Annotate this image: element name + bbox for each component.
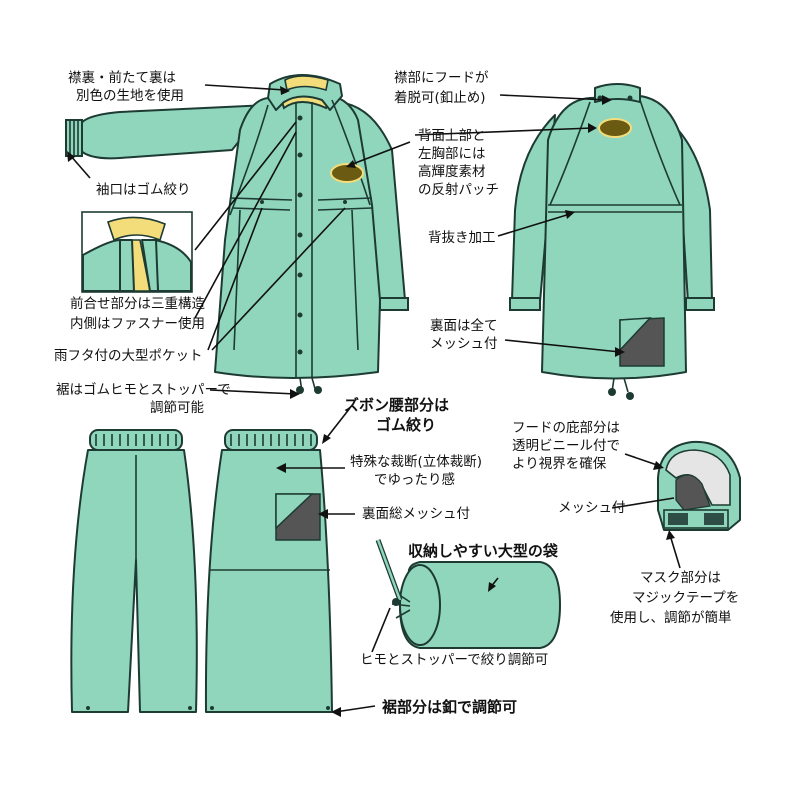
label-reflective-3: 高輝度素材: [418, 163, 486, 180]
label-pocket: 雨フタ付の大型ポケット: [54, 348, 203, 364]
hood-detail: [657, 440, 741, 531]
pants-left: [70, 429, 198, 713]
label-bag-cord: ヒモとストッパーで絞り調節可: [360, 652, 548, 668]
label-inner-mesh-jacket-2: メッシュ付: [430, 336, 498, 352]
label-inner-mesh-pants: 裏面総メッシュ付: [362, 506, 470, 522]
label-hood-mesh: メッシュ付: [558, 500, 626, 516]
label-front-closure-2: 内側はファスナー使用: [70, 315, 205, 332]
label-hem-cord-2: 調節可能: [150, 400, 204, 416]
label-hem-cord-1: 裾はゴムヒモとストッパーで: [56, 381, 231, 398]
label-hood-attach-1: 襟部にフードが: [394, 70, 489, 86]
jacket-back: [509, 83, 715, 400]
inset-collar-detail: [81, 211, 193, 293]
label-reflective-4: の反射パッチ: [418, 182, 499, 198]
label-cut-1: 特殊な裁断(立体裁断): [350, 454, 482, 470]
label-reflective-2: 左胸部には: [418, 146, 486, 162]
label-cuff: 袖口はゴム絞り: [96, 181, 191, 198]
hood-mesh: [675, 474, 711, 511]
pants-right: [204, 429, 333, 713]
label-pants-hem: 裾部分は釦で調節可: [382, 698, 517, 716]
label-cut-2: でゆったり感: [374, 471, 455, 488]
label-hood-visor-3: より視界を確保: [512, 456, 607, 472]
reflective-patch-back: [598, 118, 632, 138]
label-storage-bag: 収納しやすい大型の袋: [408, 542, 559, 560]
label-front-closure-1: 前合せ部分は三重構造: [70, 295, 205, 312]
label-mask-3: 使用し、調節が簡単: [610, 609, 732, 626]
label-collar-lining-1: 襟裏・前たて裏は: [68, 69, 176, 86]
label-back-vent: 背抜き加工: [428, 230, 496, 246]
leader-lines: [67, 84, 681, 717]
label-waist-2: ゴム絞り: [376, 416, 436, 434]
annotations: 襟裏・前たて裏は 別色の生地を使用 襟部にフードが 着脱可(釦止め) 背面上部と…: [54, 69, 739, 716]
label-hood-visor-1: フードの庇部分は: [512, 420, 620, 436]
label-waist-1: ズボン腰部分は: [344, 396, 449, 414]
label-hood-attach-2: 着脱可(釦止め): [394, 89, 486, 106]
reflective-patch-chest: [330, 163, 364, 183]
label-collar-lining-2: 別色の生地を使用: [76, 87, 184, 104]
label-mask-2: マジックテープを: [632, 590, 739, 606]
front-snaps: [260, 115, 347, 355]
label-inner-mesh-jacket-1: 裏面は全て: [430, 317, 498, 334]
storage-bag: [375, 539, 561, 649]
label-reflective-1: 背面上部と: [418, 128, 486, 144]
label-hood-visor-2: 透明ビニール付で: [512, 438, 620, 454]
label-mask-1: マスク部分は: [640, 570, 721, 586]
